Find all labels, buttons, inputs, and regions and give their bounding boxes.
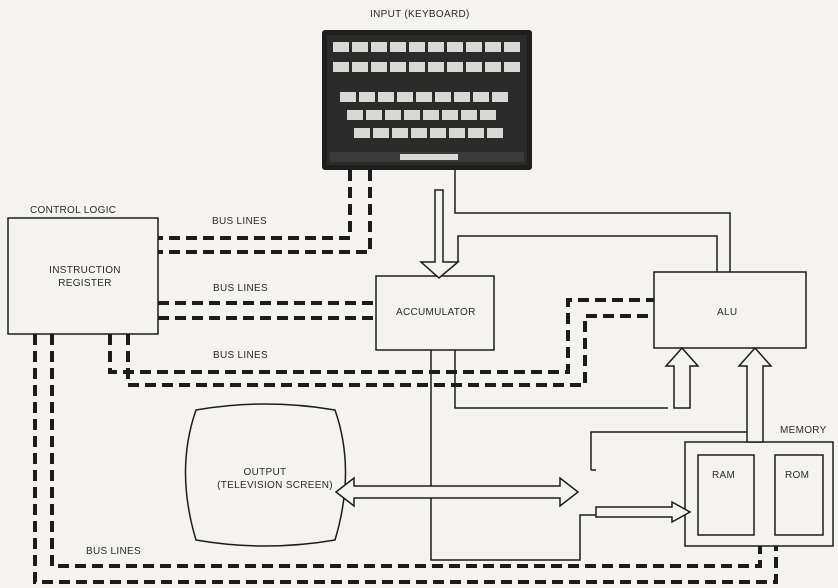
ram-box xyxy=(698,455,754,535)
keyboard-key xyxy=(466,42,482,52)
arrow-heads xyxy=(336,190,771,522)
keyboard-key xyxy=(390,62,406,72)
keyboard-key xyxy=(333,62,349,72)
keyboard-illustration xyxy=(322,30,532,170)
output-label: OUTPUT xyxy=(205,467,325,478)
keyboard-key xyxy=(373,128,389,138)
keyboard-key xyxy=(442,110,458,120)
bus-line xyxy=(158,170,350,238)
keyboard-key xyxy=(340,92,356,102)
bus-lines-label-1: BUS LINES xyxy=(212,216,267,227)
keyboard-key xyxy=(485,42,501,52)
keyboard-key xyxy=(485,62,501,72)
keyboard-key xyxy=(416,92,432,102)
keyboard-key xyxy=(404,110,420,120)
bus-lines-label-4: BUS LINES xyxy=(86,546,141,557)
keyboard-key xyxy=(430,128,446,138)
instruction-register-label: INSTRUCTION REGISTER xyxy=(30,264,140,290)
arrow-into-alu-right xyxy=(739,348,771,442)
keyboard-key xyxy=(371,42,387,52)
keyboard-key xyxy=(449,128,465,138)
keyboard-key xyxy=(411,128,427,138)
rom-box xyxy=(775,455,823,535)
keyboard-key xyxy=(378,92,394,102)
arrow-to-tv xyxy=(336,478,578,506)
keyboard-key xyxy=(333,42,349,52)
keyboard-key xyxy=(504,42,520,52)
keyboard-key xyxy=(397,92,413,102)
keyboard-key xyxy=(468,128,484,138)
keyboard-key xyxy=(447,42,463,52)
arrow-to-accumulator xyxy=(421,190,458,278)
keyboard-key xyxy=(385,110,401,120)
keyboard-key xyxy=(354,128,370,138)
ram-label: RAM xyxy=(712,470,735,481)
arrow-into-alu-left xyxy=(666,348,698,408)
memory-label: MEMORY xyxy=(780,425,827,436)
keyboard-key xyxy=(428,42,444,52)
keyboard-key xyxy=(392,128,408,138)
keyboard-key xyxy=(352,62,368,72)
accumulator-label: ACCUMULATOR xyxy=(396,307,476,318)
keyboard-key xyxy=(409,42,425,52)
arrow-into-ram xyxy=(596,502,690,522)
bus-lines-label-2: BUS LINES xyxy=(213,283,268,294)
bus-lines xyxy=(35,170,776,582)
memory-box xyxy=(685,442,833,546)
control-logic-label: CONTROL LOGIC xyxy=(30,205,116,216)
bus-line xyxy=(110,300,654,372)
keyboard-key xyxy=(409,62,425,72)
keyboard-key xyxy=(359,92,375,102)
keyboard-key xyxy=(492,92,508,102)
keyboard-key xyxy=(480,110,496,120)
keyboard-key xyxy=(447,62,463,72)
rom-label: ROM xyxy=(785,470,809,481)
input-label: INPUT (KEYBOARD) xyxy=(370,9,470,20)
output-sub-label: (TELEVISION SCREEN) xyxy=(205,480,345,491)
keyboard-key xyxy=(487,128,503,138)
keyboard-key xyxy=(390,42,406,52)
data-paths xyxy=(431,170,747,560)
data-path xyxy=(455,170,730,272)
data-path xyxy=(458,236,717,272)
keyboard-key xyxy=(352,42,368,52)
keyboard-key xyxy=(435,92,451,102)
bus-line xyxy=(52,334,760,566)
keyboard-key xyxy=(473,92,489,102)
keyboard-key xyxy=(466,62,482,72)
keyboard-key xyxy=(454,92,470,102)
bus-lines-label-3: BUS LINES xyxy=(213,350,268,361)
keyboard-key xyxy=(461,110,477,120)
keyboard-key xyxy=(371,62,387,72)
keyboard-key xyxy=(504,62,520,72)
keyboard-key xyxy=(347,110,363,120)
alu-label: ALU xyxy=(717,307,737,318)
keyboard-key xyxy=(366,110,382,120)
keyboard-key xyxy=(428,62,444,72)
data-path xyxy=(591,432,747,470)
keyboard-key xyxy=(423,110,439,120)
data-path xyxy=(455,350,668,408)
